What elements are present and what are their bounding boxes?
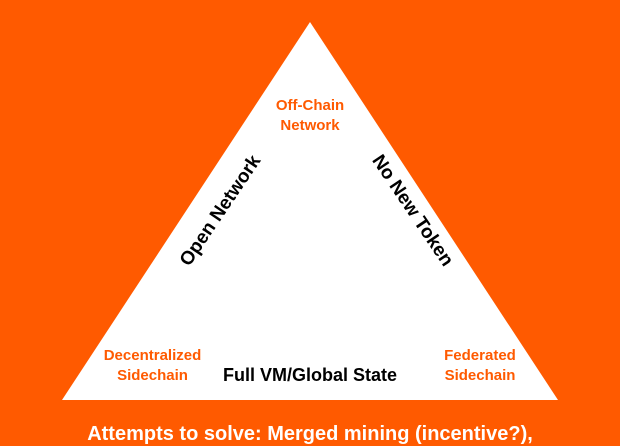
left-corner-line2: Sidechain <box>117 367 188 384</box>
bottom-edge-label: Full VM/Global State <box>222 365 397 385</box>
top-corner-line1: Off-Chain <box>275 97 345 114</box>
right-corner-label: Federated Sidechain <box>425 346 535 386</box>
right-corner-line2: Sidechain <box>444 367 516 384</box>
right-corner-line1: Federated <box>444 347 516 364</box>
triangle <box>62 22 558 400</box>
footer-caption: Attempts to solve: Merged mining (incent… <box>87 423 533 445</box>
left-corner-line1: Decentralized <box>103 347 202 364</box>
top-corner-label: Off-Chain Network <box>250 96 370 136</box>
top-corner-line2: Network <box>280 117 340 134</box>
left-corner-label: Decentralized Sidechain <box>90 346 215 386</box>
